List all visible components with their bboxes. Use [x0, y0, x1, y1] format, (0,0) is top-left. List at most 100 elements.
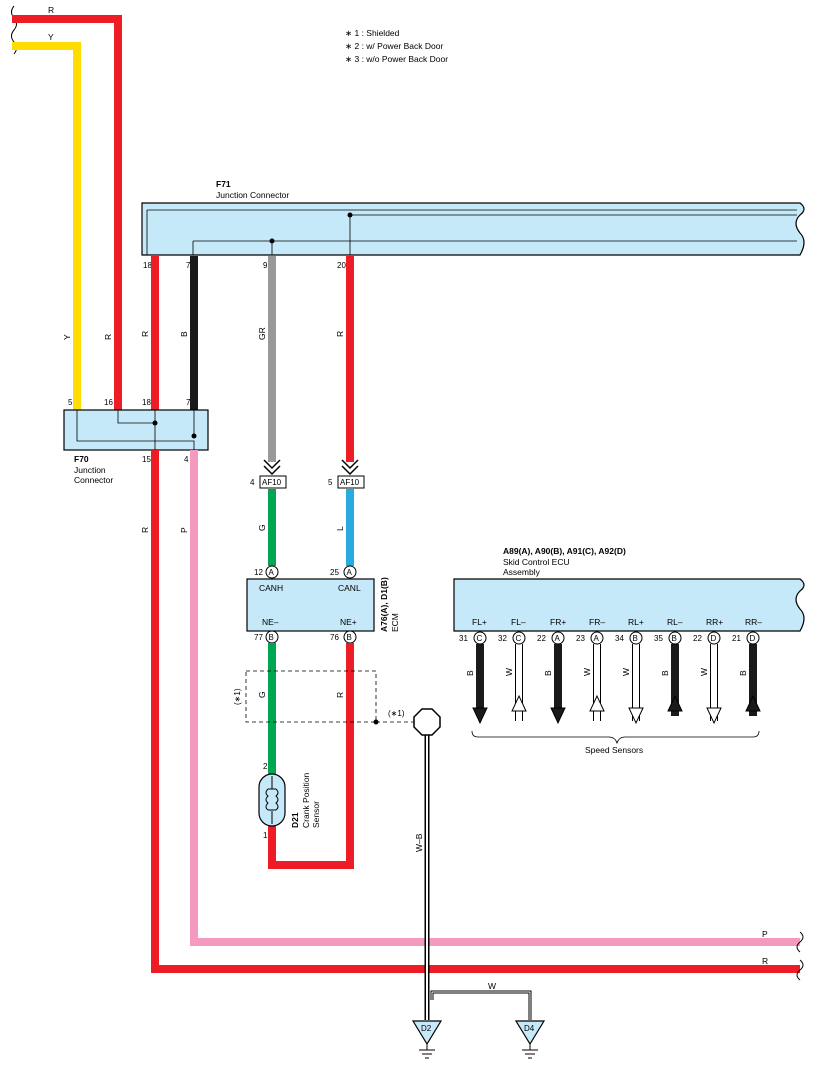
skid-wire-color-2: B: [543, 670, 553, 676]
right-break-marks: [796, 931, 804, 981]
crank-sensor: [258, 773, 286, 827]
wire-label-b-7: B: [179, 331, 189, 337]
skid-terminal-label-6: RR+: [706, 617, 723, 627]
ecm-ne-minus: NE–: [262, 617, 279, 627]
skid-wire-color-6: W: [699, 668, 709, 676]
skid-pin-letter-3: A: [594, 634, 600, 643]
skid-terminal-label-5: RL–: [667, 617, 683, 627]
skid-terminal-label-2: FR+: [550, 617, 566, 627]
skid-pin-letter-4: B: [633, 634, 638, 643]
speed-sensor-arrow-3: [589, 694, 605, 712]
ecm-pin-12: 12: [254, 568, 263, 577]
ground-d4: [514, 1020, 546, 1059]
skid-ecu-box: [453, 578, 805, 632]
skid-pin-number-5: 35: [654, 634, 663, 643]
speed-sensors-brace: [471, 730, 760, 745]
wire-w-d4: [430, 990, 532, 1020]
d21-pin-2: 2: [263, 762, 268, 771]
ecm-letter-ne-plus: B: [347, 633, 352, 642]
f70-pin-15: 15: [142, 455, 151, 464]
wire-label-p-4: P: [179, 527, 189, 533]
af10-label-left: AF10: [262, 478, 282, 487]
af10-label-right: AF10: [340, 478, 360, 487]
skid-pin-circle-5: [668, 631, 682, 645]
wire-red-ne: [268, 643, 354, 869]
f70-pin-16: 16: [104, 398, 113, 407]
wire-label-g-can: G: [257, 524, 267, 531]
wire-label-r-right: R: [762, 956, 768, 966]
ground-d2-label: D2: [421, 1024, 432, 1033]
ecm-ne-plus: NE+: [340, 617, 357, 627]
f70-pin-4: 4: [184, 455, 189, 464]
wire-label-l-can: L: [335, 526, 345, 531]
skid-pin-number-2: 22: [537, 634, 546, 643]
d21-name-line2: Sensor: [311, 801, 321, 828]
ground-d2: [411, 1020, 443, 1059]
skid-terminal-label-7: RR–: [745, 617, 762, 627]
skid-pin-number-6: 22: [693, 634, 702, 643]
wire-label-r-top: R: [48, 5, 54, 15]
skid-terminal-label-0: FL+: [472, 617, 487, 627]
speed-sensor-arrow-2: [550, 707, 566, 725]
wire-label-g-ne: G: [257, 691, 267, 698]
shield-label-right: (∗1): [388, 709, 405, 718]
skid-pin-number-3: 23: [576, 634, 585, 643]
skid-pin-number-1: 32: [498, 634, 507, 643]
skid-ecu-name-line2: Assembly: [503, 567, 541, 577]
skid-pin-circle-4: [629, 631, 643, 645]
skid-ecu-code: A89(A), A90(B), A91(C), A92(D): [503, 546, 626, 556]
ecm-pin-circles: [265, 565, 357, 644]
ecm-code: A76(A), D1(B): [379, 577, 389, 632]
ecm-letter-canh: A: [269, 568, 275, 577]
skid-terminal-label-1: FL–: [511, 617, 526, 627]
note-3: ∗ 3 : w/o Power Back Door: [345, 54, 448, 64]
skid-terminal-label-4: RL+: [628, 617, 644, 627]
f70-pin-7: 7: [186, 398, 191, 407]
f70-code: F70: [74, 454, 89, 464]
af10-pin-4: 4: [250, 478, 255, 487]
f71-connector: [141, 202, 805, 256]
skid-wire-color-3: W: [582, 668, 592, 676]
skid-wire-color-4: W: [621, 668, 631, 676]
ecm-canh: CANH: [259, 583, 283, 593]
skid-wire-color-1: W: [504, 668, 514, 676]
shield-label-left: (∗1): [233, 688, 242, 705]
note-1: ∗ 1 : Shielded: [345, 28, 400, 38]
speed-sensor-arrow-0: [472, 707, 488, 725]
wire-label-r-20: R: [335, 331, 345, 337]
wire-yellow-top: [12, 42, 81, 410]
skid-pin-circle-3: [590, 631, 604, 645]
f70-connector: [63, 409, 209, 451]
wire-label-r-15: R: [140, 527, 150, 533]
speed-sensor-arrow-1: [511, 694, 527, 712]
ecm-pin-77: 77: [254, 633, 263, 642]
f70-name-line1: Junction: [74, 465, 106, 475]
wire-red-15: [151, 450, 800, 973]
d21-name-line1: Crank Position: [301, 772, 311, 828]
speed-sensors-label: Speed Sensors: [585, 745, 643, 755]
wire-label-r-18: R: [140, 331, 150, 337]
shield-box: [245, 670, 377, 723]
wire-label-w-d4: W: [488, 981, 496, 991]
ecm-name: ECM: [390, 613, 400, 632]
wire-red-top: [12, 15, 122, 410]
skid-pin-circle-6: [707, 631, 721, 645]
skid-pin-letter-7: D: [750, 634, 756, 643]
wire-label-r-left: R: [103, 334, 113, 340]
skid-pin-letter-0: C: [477, 634, 483, 643]
skid-ecu-terminals: C31FL+BC32FL–WA22FR+BA23FR–WB34RL+WB35RL…: [459, 617, 762, 725]
skid-pin-letter-5: B: [672, 634, 677, 643]
af10-arrow-marks: [263, 459, 359, 476]
f71-code: F71: [216, 179, 231, 189]
skid-pin-circle-2: [551, 631, 565, 645]
speed-sensor-arrow-4: [628, 707, 644, 725]
skid-terminal-label-3: FR–: [589, 617, 605, 627]
d21-code: D21: [290, 812, 300, 828]
wire-label-wb: W–B: [414, 833, 424, 852]
skid-pin-number-4: 34: [615, 634, 624, 643]
wire-label-y-left: Y: [62, 334, 72, 340]
skid-pin-circle-0: [473, 631, 487, 645]
skid-pin-circle-1: [512, 631, 526, 645]
skid-ecu-name-line1: Skid Control ECU: [503, 557, 570, 567]
ecm-box: [246, 578, 375, 632]
